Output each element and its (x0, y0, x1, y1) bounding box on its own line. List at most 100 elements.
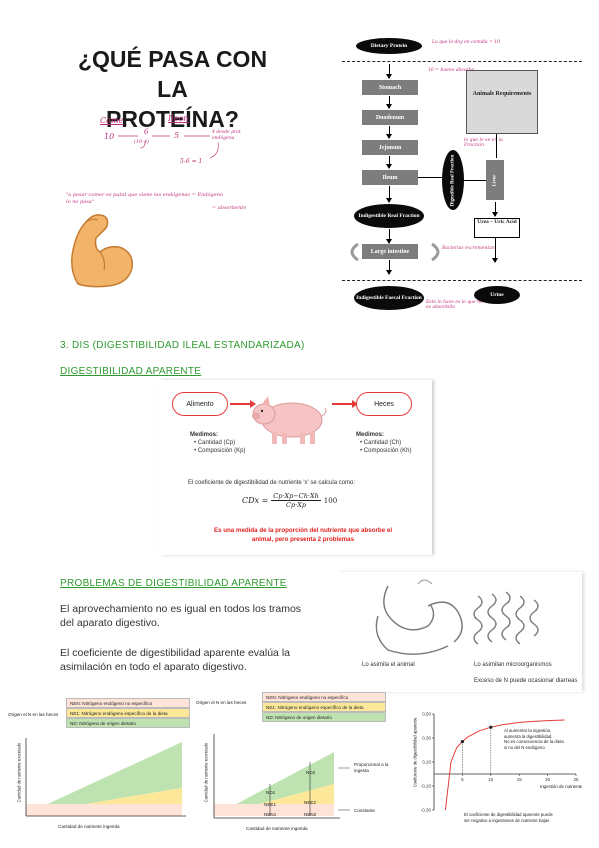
x-tick-label: 10 (488, 777, 494, 782)
problem-1-line-1: El aprovechamiento no es igual en todos … (60, 603, 302, 615)
flow-arrow (386, 126, 392, 139)
flow-note-4: lo que lo ve en la Fracción (464, 138, 503, 148)
note-come: Come (100, 116, 124, 125)
problem-1-line-2: del aparato digestivo. (60, 617, 160, 629)
flow-arrow (386, 229, 392, 244)
node-large-intestine: Large intestine (362, 244, 418, 259)
kp-label: Composición (Kp) (197, 448, 246, 454)
chart-2-const: Constante (354, 808, 375, 813)
node-duodenum: Duodenum (362, 110, 418, 125)
node-indigestible-real: Indigestible Real Fraction (354, 204, 424, 228)
legend-box: NEN: Nitrógeno endógeno no específico NE… (66, 698, 190, 728)
heces-cloud: Heces (356, 392, 412, 416)
legend-origen: Origen el N en las heces (8, 712, 59, 717)
note-ileon: Ileon (168, 114, 189, 123)
ch-item: • Cantidad (Ch) (360, 440, 402, 446)
cp-label: Cantidad (Cp) (197, 440, 236, 446)
legend-nen: NEN: Nitrógeno endógeno no específico (66, 698, 190, 708)
note-6: 6 (144, 128, 149, 136)
animals-req-label: Animals Requirements (472, 91, 532, 97)
flow-connector (464, 180, 486, 181)
note-4: (10-4) (134, 139, 150, 145)
y-tick-label: -0,10 (421, 784, 432, 789)
y-tick-label: -0,30 (421, 808, 432, 813)
formula-numerator: Cp·Xp−Ch·Xh (271, 492, 321, 501)
note-5: 5 (174, 131, 180, 140)
flow-note-2: 10 = bueno absorbe (428, 68, 475, 73)
chart-3-ylabel: Coeficiente de digestibilidad aparente (412, 717, 418, 788)
chart-1: Origen el N en las heces NEN: Nitrógeno … (8, 696, 194, 836)
flow-arrow (386, 260, 392, 275)
formula: CDx = Cp·Xp−Ch·Xh Cp·Xp 100 (242, 492, 337, 509)
digestible-real-label: Digestible Real Fraction (450, 154, 456, 206)
medimos-left: Medimos: (190, 432, 219, 438)
red-note-line-2: animal, pero presenta 2 problemas (251, 536, 355, 543)
chart-2-nee1: NEE1 (264, 802, 277, 807)
chart-3-xlabel: Ingestión de nutriente (540, 784, 583, 789)
flow-arrow (386, 186, 392, 203)
node-dietary-protein: Dietary Protein (356, 38, 422, 54)
ann1-line-2: aumenta la digestibilidad. (504, 733, 553, 739)
dig-aparente-heading: DIGESTIBILIDAD APARENTE (60, 366, 202, 377)
flexed-biceps-icon (71, 214, 134, 288)
pig-icon (252, 396, 327, 444)
chart-2-prop: Proporcional a la ingesta (354, 762, 389, 773)
chart-2-xlabel: Cantidad de nutriente ingerida (246, 826, 308, 831)
kh-item: • Composición (Kh) (360, 448, 412, 454)
node-jejunum: Jejunum (362, 140, 418, 155)
coef-text: El coeficiente de digestibilidad de nutr… (188, 480, 356, 486)
y-tick-label: 0,10 (422, 760, 431, 765)
y-tick-label: 0,30 (422, 736, 431, 741)
medimos-right: Medimos: (356, 432, 385, 438)
node-digestible-real: Digestible Real Fraction (442, 150, 464, 210)
ann1-line-3: No es consecuencia de la dieta (504, 739, 564, 744)
ann2-line-1: El coeficiente de digestibilidad aparent… (464, 812, 553, 817)
recycle-arrows-icon (350, 242, 440, 262)
flow-note-5: Bacterias excrementan (442, 246, 495, 251)
chart-2-nd1: ND1 (266, 790, 276, 795)
ann1-line-1: Al aumentar la ingestión, (504, 728, 552, 733)
asimila-animal-label: Lo asimila el animal (362, 662, 415, 668)
chart-3-annotation-1: Al aumentar la ingestión, aumenta la dig… (504, 728, 592, 750)
formula-denominator: Cp·Xp (286, 501, 307, 509)
legend-nd-2: ND: Nitrógeno de origen dietario (262, 712, 386, 722)
chart-3-annotation-2: El coeficiente de digestibilidad aparent… (464, 812, 590, 823)
problem-1: El aprovechamiento no es igual en todos … (60, 602, 340, 630)
note-10: 10 (104, 132, 115, 141)
legend-box-2: NEN: Nitrógeno endógeno no específico NE… (262, 692, 386, 722)
chart-1-plot (25, 738, 186, 817)
flow-divider-top (342, 61, 582, 62)
flow-arrow (492, 238, 498, 263)
node-liver: Liver (486, 160, 504, 200)
section-3-heading: 3. DIS (DIGESTIBILIDAD ILEAL ESTANDARIZA… (60, 340, 305, 351)
exceso-label: Exceso de N puede ocasionar diarreas (474, 678, 578, 684)
protein-flow-diagram: Dietary Protein Lo que le doy en comida … (336, 30, 586, 320)
chart-2: Origen el N en las heces NEN: Nitrógeno … (196, 692, 402, 836)
flow-connector (418, 177, 442, 178)
note-line-2: lo no pasa" (66, 199, 95, 205)
node-ileum: Ileum (362, 170, 418, 185)
kh-label: Composición (Kh) (363, 448, 412, 454)
node-urine: Urine (474, 286, 520, 304)
alimento-cloud: Alimento (172, 392, 228, 416)
chart-3-marks (444, 719, 565, 811)
note-arrows-icon (118, 135, 219, 159)
flow-arrow (386, 156, 392, 169)
title-line-1: ¿QUÉ PASA CON LA (77, 46, 268, 102)
chart-2-nen2: NEN2 (304, 812, 317, 817)
dig-aparente-panel: Alimento Heces Medimos: • Cantidad (Cp) … (160, 380, 432, 555)
flow-divider-bottom (342, 280, 582, 281)
note-line-3: = absorbente (212, 205, 247, 211)
legend-origen-2: Origen el N en las heces (196, 700, 247, 705)
chart-2-ylabel: Cantidad de nutriente excretado (203, 742, 209, 803)
legend-ne1-2: NE1: Nitrógeno endógeno específico de la… (262, 702, 386, 712)
problem-2-line-1: El coeficiente de digestibilidad aparent… (60, 647, 290, 659)
flow-arrow (386, 96, 392, 109)
ann2-line-2: ser negativo a ingestiones de nutriente … (464, 817, 550, 823)
problem-2: El coeficiente de digestibilidad aparent… (60, 646, 340, 674)
problemas-heading: PROBLEMAS DE DIGESTIBILIDAD APARENTE (60, 578, 287, 589)
gut-panel: Lo asimila el animal Lo asimilan microor… (338, 572, 582, 692)
